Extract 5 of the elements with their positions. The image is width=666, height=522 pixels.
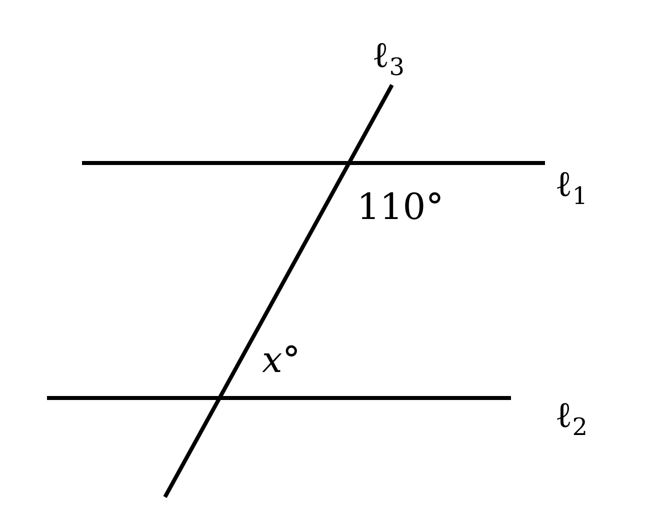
angle-label: x° bbox=[262, 343, 300, 379]
line-label: ℓ$_{3}$ bbox=[372, 38, 405, 79]
line-label: ℓ$_{1}$ bbox=[555, 167, 588, 208]
angle-label: 110° bbox=[357, 190, 444, 226]
line-label: ℓ$_{2}$ bbox=[555, 398, 588, 439]
